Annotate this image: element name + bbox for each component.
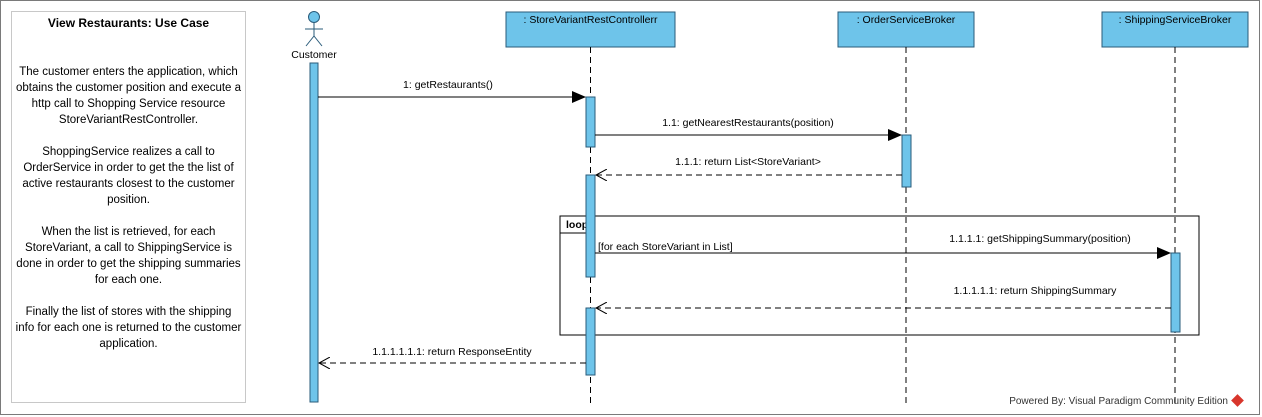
lifeline-storevariant-label: : StoreVariantRestControllerr <box>523 14 658 26</box>
lifeline-shippingservice-label: : ShippingServiceBroker <box>1119 14 1232 26</box>
storevariant-activation-1 <box>585 96 596 148</box>
customer-activation <box>309 62 319 403</box>
shippingservice-activation <box>1170 252 1181 333</box>
customer-actor <box>305 11 323 47</box>
note-paragraph-1: The customer enters the application, whi… <box>15 66 242 126</box>
footer-text: Powered By: Visual Paradigm Community Ed… <box>1009 396 1228 407</box>
message-return-list-label: 1.1.1: return List<StoreVariant> <box>675 156 821 168</box>
message-return-shipping-summary-label: 1.1.1.1.1: return ShippingSummary <box>954 285 1118 297</box>
message-return-response-entity-label: 1.1.1.1.1.1: return ResponseEntity <box>372 346 532 358</box>
message-get-restaurants-label: 1: getRestaurants() <box>403 79 493 91</box>
customer-label: Customer <box>291 49 337 61</box>
loop-guard: [for each StoreVariant in List] <box>598 241 733 253</box>
lifeline-shippingservice-head <box>1101 11 1249 48</box>
lifeline-storevariant-head <box>505 11 676 48</box>
visual-paradigm-logo-icon <box>1231 394 1244 407</box>
loop-operator: loop <box>566 219 588 231</box>
lifeline-orderservice-label: : OrderServiceBroker <box>857 14 956 26</box>
note-paragraph-4: Finally the list of stores with the ship… <box>15 306 242 350</box>
note-title: View Restaurants: Use Case <box>47 16 210 30</box>
use-case-note: View Restaurants: Use Case The customer … <box>11 11 246 403</box>
footer: Powered By: Visual Paradigm Community Ed… <box>1009 394 1244 407</box>
storevariant-activation-2 <box>585 174 596 278</box>
lifeline-orderservice-head <box>837 11 975 48</box>
orderservice-activation <box>901 134 912 188</box>
note-paragraph-3: When the list is retrieved, for each Sto… <box>16 226 241 286</box>
note-paragraph-2: ShoppingService realizes a call to Order… <box>22 146 235 206</box>
message-get-nearest-restaurants-label: 1.1: getNearestRestaurants(position) <box>662 117 834 129</box>
storevariant-activation-3 <box>585 307 596 376</box>
message-get-shipping-summary-label: 1.1.1.1: getShippingSummary(position) <box>949 233 1131 245</box>
